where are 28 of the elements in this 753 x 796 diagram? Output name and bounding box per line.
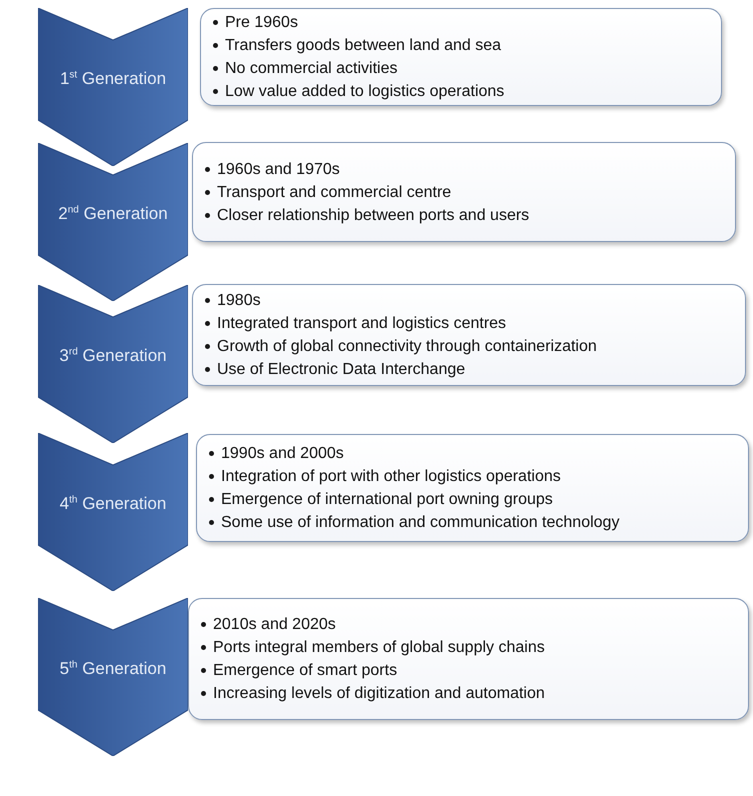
bullet-text: Growth of global connectivity through containerization <box>217 337 597 357</box>
generation-label: 3$^{rd}$ Generation <box>58 345 168 367</box>
info-box <box>200 8 722 106</box>
bullet-text: Pre 1960s <box>225 13 298 33</box>
bullet-text: 1960s and 1970s <box>217 160 340 180</box>
bullet-text: Transport and commercial centre <box>217 182 452 202</box>
info-box <box>192 142 736 242</box>
info-box <box>192 284 746 386</box>
bullet-text: Transfers goods between land and sea <box>225 36 502 56</box>
generation-label: 4$^{th}$ Generation <box>58 493 168 515</box>
generation-label: 1$^{st}$ Generation <box>58 68 168 90</box>
generation-label: 5$^{th}$ Generation <box>58 658 168 680</box>
bullet-text: Increasing levels of digitization and automation <box>213 684 545 704</box>
bullet-text: Emergence of international port owning groups <box>221 490 553 510</box>
bullet-text: 1990s and 2000s <box>221 444 344 464</box>
bullet-text: Integration of port with other logistics operations <box>221 467 561 487</box>
bullet-text: Use of Electronic Data Interchange <box>217 360 466 380</box>
bullet-text: Integrated transport and logistics centres <box>217 314 506 334</box>
bullet-text: No commercial activities <box>225 59 398 79</box>
bullet-text: Ports integral members of global supply chains <box>213 638 545 658</box>
bullet-text: Some use of information and communication technology <box>221 513 620 533</box>
bullet-text: Closer relationship between ports and users <box>217 206 530 226</box>
bullet-text: Emergence of smart ports <box>213 661 398 681</box>
generation-label: 2$^{nd}$ Generation <box>57 203 169 225</box>
bullet-text: 2010s and 2020s <box>213 615 336 635</box>
bullet-text: 1980s <box>217 291 261 311</box>
info-box <box>196 434 749 542</box>
bullet-text: Low value added to logistics operations <box>225 82 504 102</box>
